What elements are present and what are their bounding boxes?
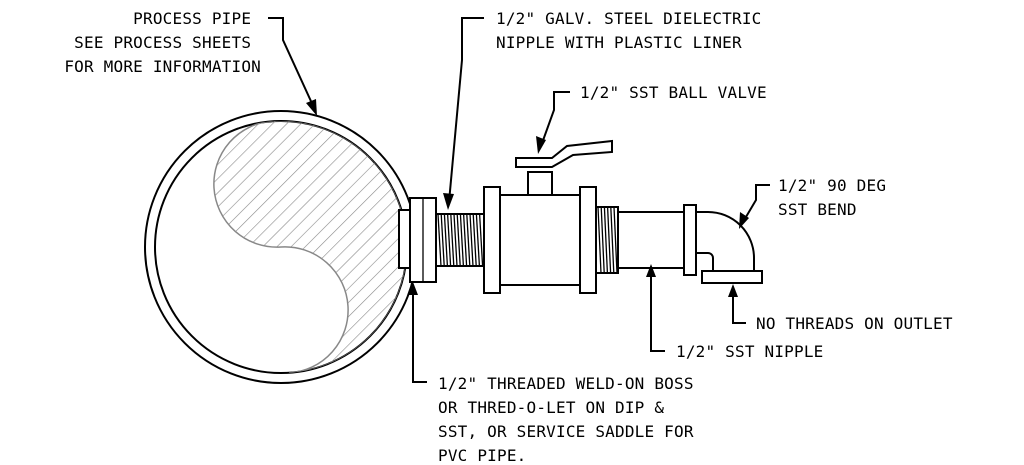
weld-on-boss xyxy=(398,197,437,283)
thread-line xyxy=(606,206,612,274)
thread-line xyxy=(450,213,455,267)
thread-line xyxy=(600,206,605,274)
thread-line xyxy=(440,213,445,267)
nipple-threads xyxy=(437,213,484,267)
thread-line xyxy=(603,206,609,274)
thread-line xyxy=(453,213,458,267)
thread-line xyxy=(446,213,452,267)
thread-line xyxy=(437,213,442,267)
thread-line xyxy=(475,213,481,267)
thread-line xyxy=(459,213,465,267)
label-outlet: NO THREADS ON OUTLET xyxy=(756,314,953,333)
label-bend: 1/2" 90 DEG SST BEND xyxy=(778,176,896,219)
label-weld-boss: 1/2" THREADED WELD-ON BOSS OR THRED-O-LE… xyxy=(438,374,704,465)
thread-line xyxy=(597,206,602,274)
process-pipe-hatch xyxy=(213,121,407,373)
thread-line xyxy=(610,206,615,274)
thread-line xyxy=(478,213,484,267)
thread-line xyxy=(472,213,477,267)
dielectric-nipple xyxy=(435,213,485,267)
ball-valve-handle xyxy=(515,139,613,168)
label-ball-valve: 1/2" SST BALL VALVE xyxy=(580,83,767,102)
thread-line xyxy=(443,213,449,267)
thread-line xyxy=(469,213,474,267)
thread-line xyxy=(456,213,461,267)
thread-line xyxy=(462,213,468,267)
sst-nipple xyxy=(595,204,697,276)
thread-line xyxy=(466,213,471,267)
process-pipe xyxy=(144,110,418,384)
ball-valve xyxy=(483,139,613,294)
leaders xyxy=(268,17,770,383)
label-dielectric-nipple: 1/2" GALV. STEEL DIELECTRIC NIPPLE WITH … xyxy=(496,9,771,52)
label-sst-nipple: 1/2" SST NIPPLE xyxy=(676,342,824,361)
sst-nipple-threads xyxy=(597,206,618,274)
sst-bend xyxy=(695,211,763,284)
label-process-pipe: PROCESS PIPE SEE PROCESS SHEETS FOR MORE… xyxy=(64,9,261,76)
thread-line xyxy=(613,206,618,274)
